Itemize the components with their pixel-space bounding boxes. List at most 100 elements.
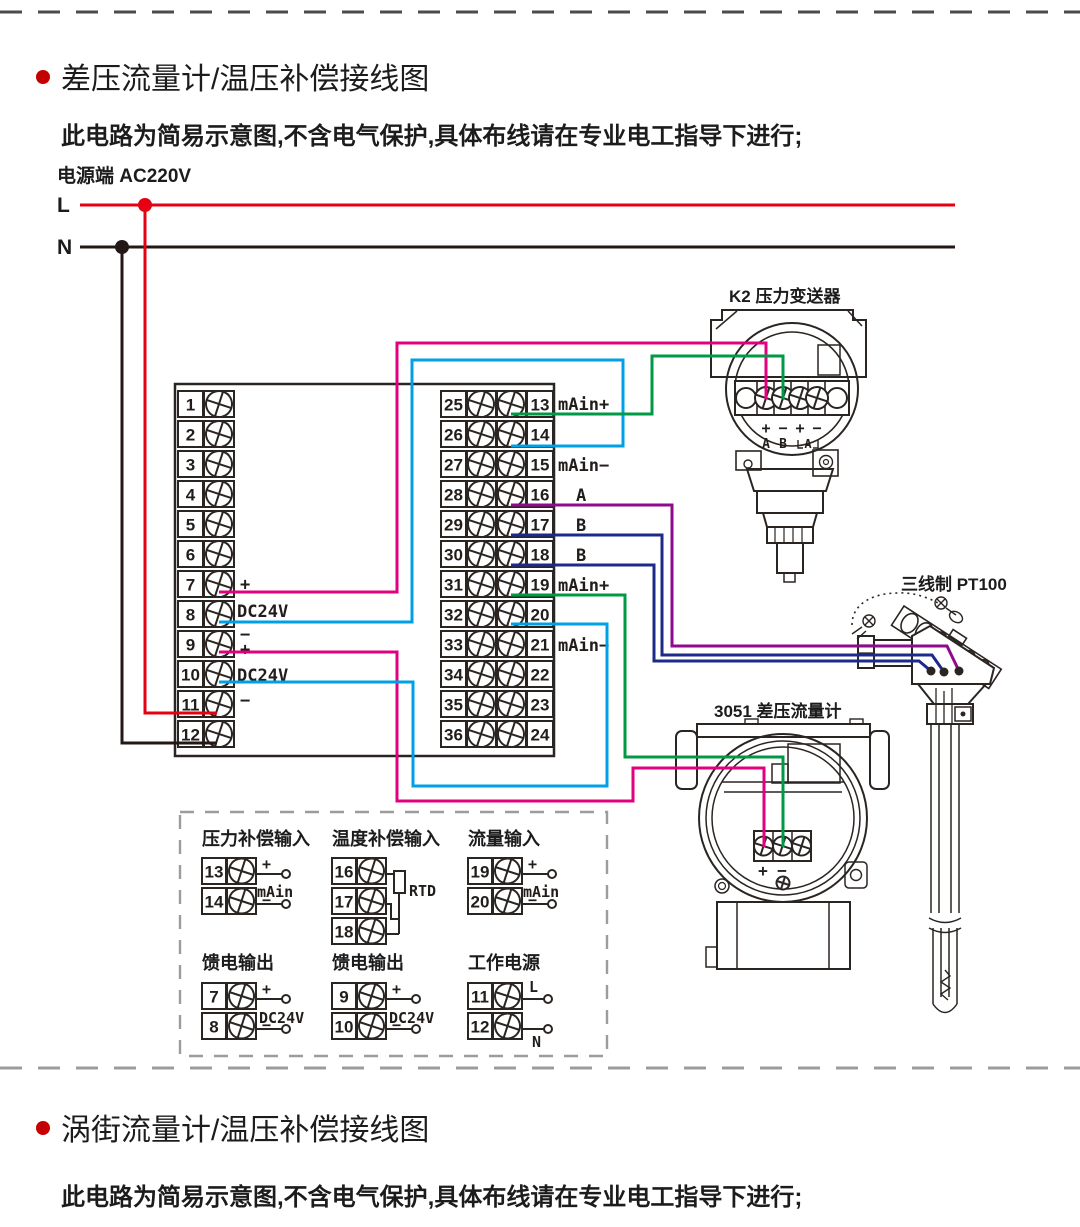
section1-note: 此电路为简易示意图,不含电气保护,具体布线请在专业电工指导下进行; xyxy=(61,122,802,150)
panel3-minus: − xyxy=(528,891,537,909)
panel5-minus: − xyxy=(392,1016,401,1034)
terminal-number: 14 xyxy=(531,426,550,445)
screw-icon xyxy=(467,690,495,718)
panel6-title: 工作电源 xyxy=(468,952,540,973)
screw-icon xyxy=(467,540,495,568)
signal-labels: mAin+ mAin− A B B mAin+ mAin− xyxy=(558,395,609,656)
detail-panel-box xyxy=(178,810,609,1058)
screw-icon xyxy=(205,390,233,418)
terminal-number-cell xyxy=(467,887,493,915)
terminal-number: 20 xyxy=(531,606,550,625)
terminal-number-cell xyxy=(526,690,554,718)
k2-pol-3: + xyxy=(795,419,804,437)
terminal-number: 23 xyxy=(531,696,550,715)
terminal-number: 18 xyxy=(335,923,354,942)
terminal-number: 13 xyxy=(205,863,224,882)
wire-t13-to-k2-minus xyxy=(511,354,785,416)
power-terminal-label: 电源端 AC220V xyxy=(57,164,191,187)
fm-minus-label: − xyxy=(777,861,787,880)
terminal-number-cell xyxy=(526,720,554,748)
terminal-number: 16 xyxy=(335,863,354,882)
terminal-number: 8 xyxy=(209,1018,218,1037)
terminal-number: 12 xyxy=(181,726,200,745)
section2-title: 涡街流量计/温压补偿接线图 xyxy=(61,1114,429,1147)
label-10-minus: − xyxy=(240,691,250,711)
label-7-plus: + xyxy=(240,575,250,595)
transmitter-title: K2 压力变送器 xyxy=(729,286,841,306)
panel5-plus: + xyxy=(392,980,401,998)
terminal-number: 19 xyxy=(531,576,550,595)
section1-title: 差压流量计/温压补偿接线图 xyxy=(61,63,429,96)
terminal-number: 9 xyxy=(339,988,348,1007)
terminal-number: 10 xyxy=(181,666,200,685)
flowmeter-title: 3051 差压流量计 xyxy=(714,701,842,721)
terminal-number: 26 xyxy=(444,426,463,445)
pt100-terminal-dot xyxy=(939,667,949,677)
screw-icon xyxy=(494,857,521,885)
terminal-number: 8 xyxy=(186,606,195,625)
terminal-number: 28 xyxy=(444,486,463,505)
screw-icon xyxy=(205,450,233,478)
pressure-transmitter-drawing: K2 压力变送器 + − + − A B A xyxy=(710,286,867,583)
k2-pol-2: − xyxy=(778,419,787,437)
terminal-number: 3 xyxy=(186,456,195,475)
wire-t10-to-t20 xyxy=(219,622,609,788)
screw-icon xyxy=(205,720,233,748)
terminal-number: 6 xyxy=(186,546,195,565)
screw-icon xyxy=(358,1012,385,1040)
screw-icon xyxy=(467,630,495,658)
screw-icon xyxy=(805,386,829,410)
screw-icon xyxy=(227,982,255,1010)
power-source: 电源端 AC220V L N xyxy=(57,164,191,259)
screw-icon xyxy=(497,690,525,718)
terminal-number-cell xyxy=(201,1012,227,1040)
label-17-b: B xyxy=(576,516,586,536)
label-15-main-minus: mAin− xyxy=(558,456,609,476)
terminal-number: 31 xyxy=(444,576,463,595)
screw-icon xyxy=(497,660,525,688)
screw-icon xyxy=(497,570,525,598)
terminal-number-cell xyxy=(201,857,227,885)
terminal-number: 15 xyxy=(531,456,550,475)
terminal-number-cell xyxy=(526,540,554,568)
pt100-title: 三线制 PT100 xyxy=(901,574,1007,594)
panel4-plus: + xyxy=(262,980,271,998)
screw-icon xyxy=(497,510,525,538)
terminal-number: 27 xyxy=(444,456,463,475)
section2-bullet-icon xyxy=(36,1121,50,1135)
panel2-rtd-label: RTD xyxy=(409,882,436,900)
screw-icon xyxy=(467,510,495,538)
label-9-plus: + xyxy=(240,640,250,660)
k2-pin-b: B xyxy=(779,437,787,452)
terminal-number-cell xyxy=(177,510,204,538)
panel-wiring xyxy=(256,869,557,1034)
panel6-neutral: N xyxy=(532,1033,541,1051)
terminal-number: 21 xyxy=(531,636,550,655)
label-21-main-minus: mAin− xyxy=(558,636,609,656)
section2-header: 涡街流量计/温压补偿接线图 此电路为简易示意图,不含电气保护,具体布线请在专业电… xyxy=(36,1114,802,1211)
screw-icon xyxy=(467,660,495,688)
terminal-number: 11 xyxy=(182,696,200,715)
terminal-number: 30 xyxy=(444,546,463,565)
neutral-line-label: N xyxy=(57,236,72,259)
screw-icon xyxy=(467,420,495,448)
label-dc24v-1: DC24V xyxy=(237,602,288,622)
terminal-number: 4 xyxy=(186,486,196,505)
screw-icon xyxy=(467,720,495,748)
screw-icon xyxy=(358,917,385,945)
screw-icon xyxy=(205,420,233,448)
terminal-number: 11 xyxy=(471,988,489,1007)
terminal-number: 7 xyxy=(186,576,195,595)
panel5-mid-label: DC24V xyxy=(389,1009,434,1027)
panel6-live: L xyxy=(529,978,538,996)
transmitter-pin-labels: + − + − A B A xyxy=(761,419,821,452)
terminal-number: 2 xyxy=(186,426,195,445)
terminal-number-cell xyxy=(177,570,204,598)
panel3-title: 流量输入 xyxy=(468,828,540,849)
screw-icon xyxy=(467,450,495,478)
lid-screw-top-icon xyxy=(934,596,957,616)
wire-t18-to-pt100-b2 xyxy=(511,563,932,673)
screw-icon xyxy=(497,390,525,418)
